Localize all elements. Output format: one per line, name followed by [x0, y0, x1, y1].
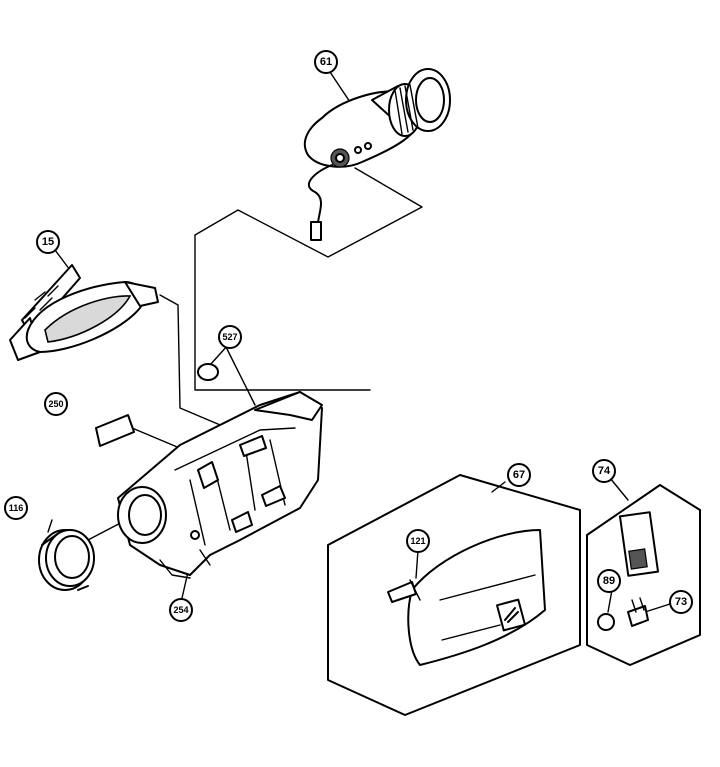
connection-lines — [47, 71, 671, 613]
lens-hood-part — [38, 529, 95, 591]
callout-61: 61 — [314, 50, 338, 74]
hand-strap-part — [9, 264, 159, 361]
callout-116-label: 116 — [9, 503, 24, 513]
callout-89-label: 89 — [603, 575, 615, 587]
callout-121: 121 — [406, 529, 430, 553]
callout-116: 116 — [4, 496, 28, 520]
callout-73: 73 — [669, 590, 693, 614]
viewfinder-part — [303, 68, 451, 241]
callout-74: 74 — [592, 459, 616, 483]
callout-61-label: 61 — [320, 56, 332, 68]
callout-121-label: 121 — [410, 536, 425, 546]
callout-250: 250 — [44, 392, 68, 416]
callout-527-label: 527 — [222, 332, 237, 342]
callout-527: 527 — [218, 325, 242, 349]
callout-254-label: 254 — [173, 605, 188, 615]
callout-254: 254 — [169, 598, 193, 622]
callout-15-label: 15 — [42, 236, 54, 248]
callout-73-label: 73 — [675, 596, 687, 608]
callout-89: 89 — [597, 569, 621, 593]
side-panel-group — [327, 474, 581, 716]
battery-cover-group — [586, 484, 701, 666]
callout-67-label: 67 — [513, 469, 525, 481]
callout-74-label: 74 — [598, 465, 611, 477]
o-ring-part — [197, 363, 219, 381]
callout-250-label: 250 — [48, 399, 63, 409]
callout-15: 15 — [36, 230, 60, 254]
callout-67: 67 — [507, 463, 531, 487]
label-part — [95, 414, 135, 447]
camera-body-part — [117, 391, 323, 579]
